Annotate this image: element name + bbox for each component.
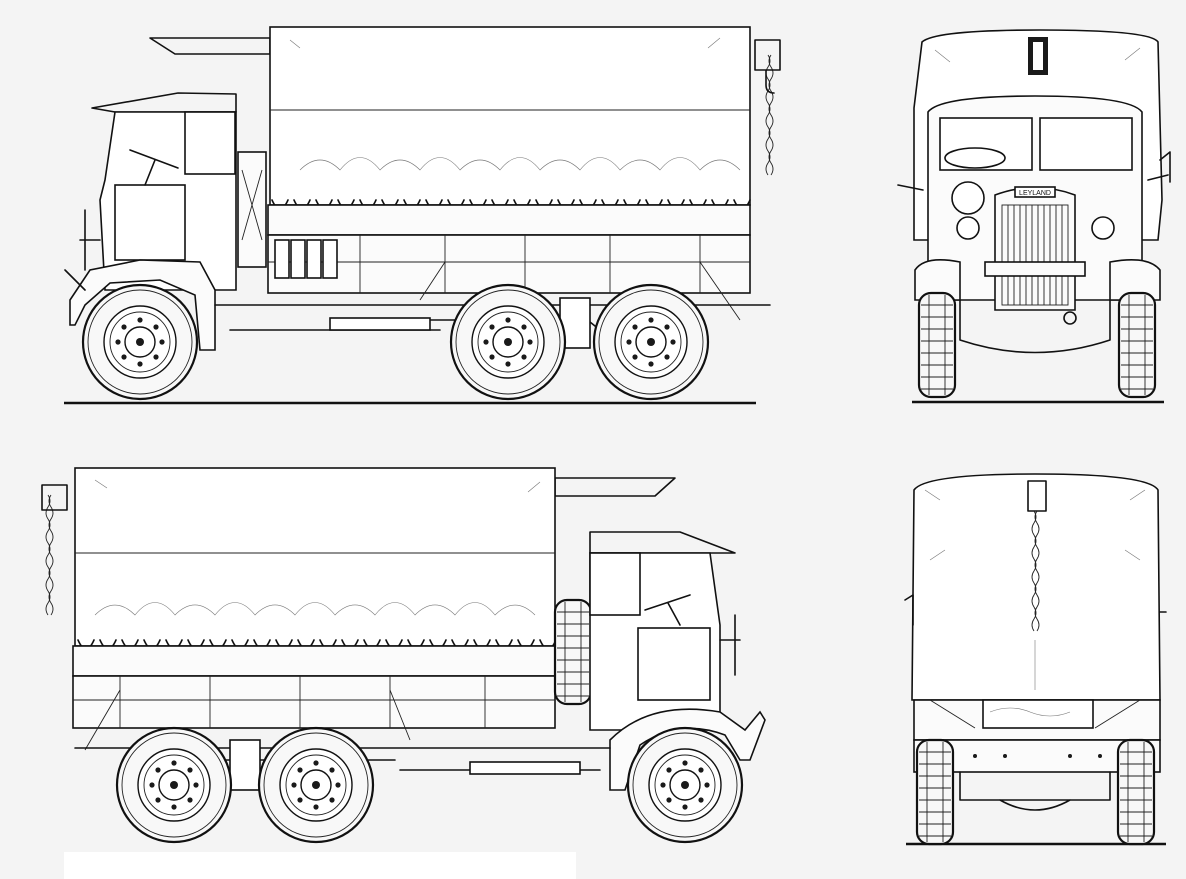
side-view-left [64,26,781,405]
wheel-front [81,283,199,401]
headlamp-right [1091,216,1115,240]
jerrycans [274,239,338,279]
rear-tyre-left [915,738,955,846]
wheel-rear-1-r [115,726,233,844]
front-fender [69,259,216,351]
headlamp-left [956,216,980,240]
cargo-sides [267,204,751,236]
wheel-rear-1 [449,283,567,401]
wheel-rear-2-r [257,726,375,844]
roof-rail [149,37,271,55]
front-bumper [984,261,1086,277]
spare-wheel [237,151,267,268]
rear-view [904,473,1167,846]
windscreen-left [939,117,1033,171]
blank-caption-strip [64,852,576,879]
tow-chain [765,54,774,176]
canvas-cover [269,26,751,206]
spare-tyre [553,598,593,706]
front-tyre-right [1117,291,1157,399]
cab-roof [91,92,237,113]
roof-rail-2 [554,477,676,497]
radiator-badge: LEYLAND [1019,190,1051,197]
canvas-cover-2 [74,467,556,647]
rear-axle [959,771,1111,811]
tow-chain-2 [45,494,54,616]
radiator [994,186,1076,311]
windscreen-right [1039,117,1133,171]
front-tyre-left [917,291,957,399]
cargo-sides-2 [72,645,556,677]
front-view: LEYLAND [897,29,1171,404]
steering-wheel [129,149,179,186]
spring-hanger-2 [229,739,261,791]
cab-roof-2 [589,531,736,554]
side-view-right [41,467,766,844]
wheel-front-r [626,726,744,844]
wheel-rear-2 [592,283,710,401]
rear-tyre-right [1116,738,1156,846]
steering-wheel-2 [644,594,691,626]
